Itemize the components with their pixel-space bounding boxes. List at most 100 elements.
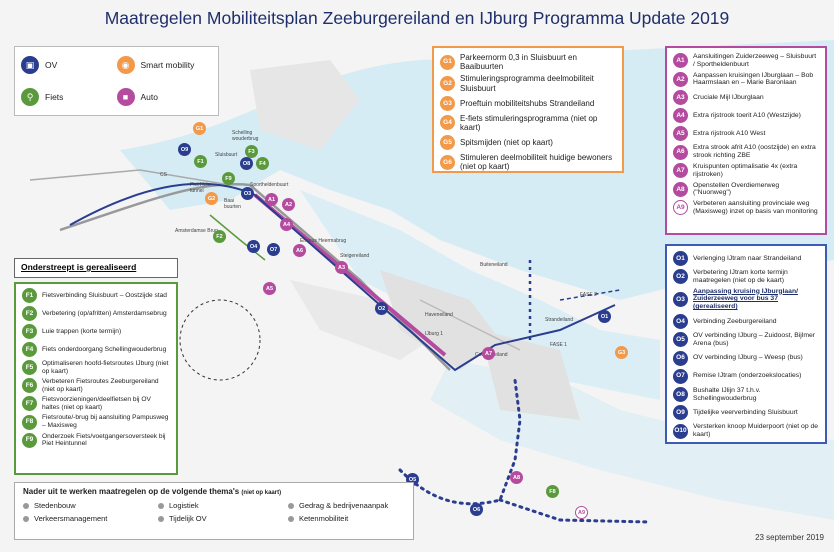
g-text: Stimuleren deelmobiliteit huidige bewone… [460, 153, 613, 172]
marker-f8-label: F8 [549, 488, 556, 495]
a-badge: A1 [673, 53, 688, 69]
a-text: Extra strook afrit A10 (oostzijde) en ex… [693, 144, 816, 160]
f-text: Optimaliseren hoofd-fietsroutes IJburg (… [42, 360, 169, 375]
bullet-icon [288, 515, 294, 522]
theme-item: Verkeersmanagement [23, 514, 158, 523]
o-badge: O5 [673, 332, 688, 348]
g-badge: G1 [440, 54, 455, 70]
legend-ov: ▣OV [21, 53, 117, 77]
marker-o1-label: O1 [600, 313, 609, 320]
theme-label: Ketenmobiliteit [299, 514, 349, 523]
a-text: Aanpassen kruisingen IJburglaan – Bob Ha… [693, 71, 814, 87]
bullet-icon [158, 515, 164, 522]
fiets-header: Onderstreept is gerealiseerd [14, 258, 178, 278]
o-text: Tijdelijke veerverbinding Sluisbuurt [693, 408, 798, 416]
o-badge: O10 [673, 423, 688, 439]
f-badge: F4 [22, 342, 37, 357]
marker-o6-label: O6 [472, 506, 481, 513]
marker-f4: F4 [256, 157, 269, 170]
marker-f9-label: F9 [225, 175, 232, 182]
marker-o1: O1 [598, 310, 611, 323]
map-label-cs: CS [160, 172, 167, 178]
marker-a7-label: A7 [484, 350, 493, 357]
f-badge: F5 [22, 360, 37, 376]
wifi-icon: ◉ [116, 56, 135, 74]
theme-item: Tijdelijk OV [158, 514, 288, 523]
marker-g2: G2 [205, 192, 218, 205]
marker-f9: F9 [222, 172, 235, 185]
marker-o9-label: O9 [180, 146, 189, 153]
g-badge: G2 [440, 76, 455, 92]
bullet-icon [288, 502, 294, 509]
f-badge: F7 [22, 396, 37, 412]
f-badge: F6 [22, 378, 37, 394]
a-text: Verbeteren aansluiting provinciale weg (… [693, 200, 818, 215]
a-text: Extra rijstrook toerit A10 (Westzijde) [693, 111, 801, 119]
a-text: Kruispunten optimalisatie 4x (extra rijs… [693, 162, 798, 178]
map-label-steiger: Steigereiland [340, 253, 370, 259]
o-item: O1 Verlenging IJtram naar Strandeiland [673, 251, 819, 266]
themes-panel: Nader uit te werken maatregelen op de vo… [14, 482, 414, 540]
map-label-ijburg1: IJburg 1 [425, 331, 444, 337]
a-badge: A3 [673, 90, 688, 106]
marker-f1-label: F1 [197, 158, 204, 165]
legend-panel: ▣OV ◉Smart mobility ⚲Fiets ■Auto [14, 46, 219, 116]
o-text: Remise IJtram (onderzoekslocaties) [693, 372, 802, 380]
a-badge: A9 [673, 200, 688, 216]
g-badge: G5 [440, 135, 455, 151]
legend-ov-label: OV [45, 60, 58, 70]
f-item: F6 Verbeteren Fietsroutes Zeeburgereiland… [22, 378, 170, 394]
theme-label: Stedenbouw [34, 501, 76, 510]
marker-o3: O3 [241, 187, 254, 200]
themes-note: (niet op kaart) [241, 490, 282, 496]
marker-a2: A2 [282, 198, 295, 211]
f-text: Onderzoek Fiets/voetgangersoversteek bij… [42, 432, 166, 448]
marker-f2: F2 [213, 230, 226, 243]
marker-a3-label: A3 [337, 264, 346, 271]
marker-f8: F8 [546, 485, 559, 498]
marker-a8: A8 [510, 471, 523, 484]
o-badge: O4 [673, 314, 688, 330]
g-badge: G6 [440, 154, 455, 170]
o-text: Verbetering IJtram korte termijn maatreg… [693, 269, 788, 284]
o-badge: O3 [673, 291, 688, 307]
o-text: Verlenging IJtram naar Strandeiland [693, 254, 802, 262]
a-badge: A2 [673, 71, 688, 87]
car-icon: ■ [116, 88, 135, 106]
marker-o2-label: O2 [377, 305, 386, 312]
marker-g2-label: G2 [207, 195, 216, 202]
o-text: OV verbinding IJburg – Zuidoost, Bijlmer… [693, 332, 816, 347]
marker-o4: O4 [247, 240, 260, 253]
map-label-buiteneiland: Buiteneiland [480, 262, 508, 268]
marker-f3: F3 [245, 145, 258, 158]
page-title: Maatregelen Mobiliteitsplan Zeeburgereil… [104, 8, 730, 28]
bullet-icon [158, 502, 164, 509]
marker-a6-label: A6 [295, 247, 304, 254]
marker-o4-label: O4 [249, 243, 258, 250]
f-text: Verbeteren Fietsroutes Zeeburgereiland (… [42, 378, 159, 393]
marker-g3: G3 [615, 346, 628, 359]
map-label-sluisbuurt: Sluisbuurt [215, 152, 238, 158]
theme-item: Logistiek [158, 501, 288, 510]
o-badge: O1 [673, 251, 688, 266]
marker-a1: A1 [265, 193, 278, 206]
marker-a7: A7 [482, 347, 495, 360]
bike-icon: ⚲ [21, 88, 39, 106]
